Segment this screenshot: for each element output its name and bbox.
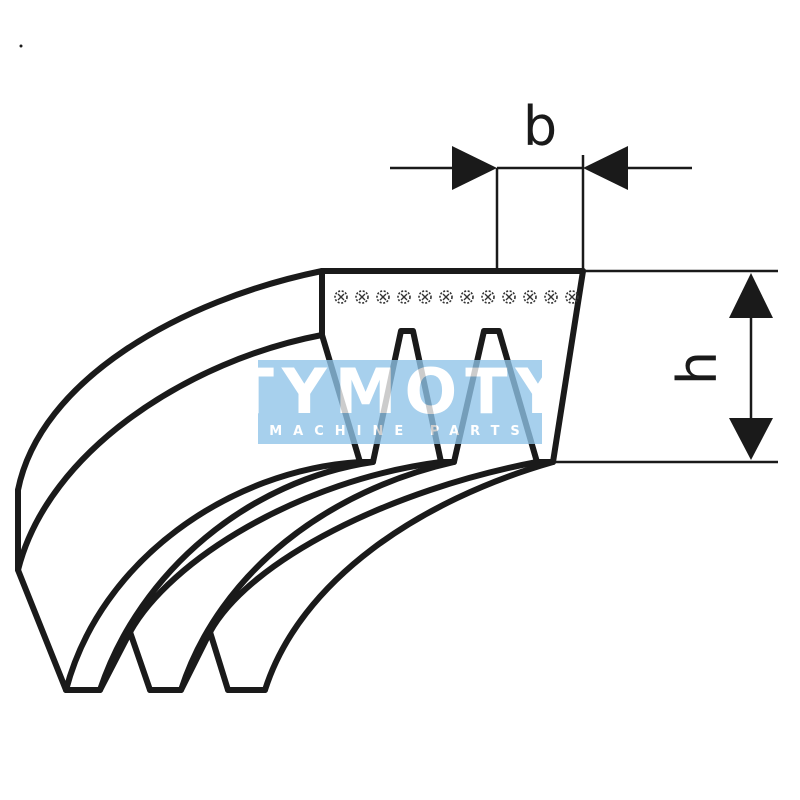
- belt-back-inner-curve: [15, 332, 325, 573]
- tension-cord: [397, 290, 411, 304]
- tension-cord-cross: [442, 293, 450, 301]
- tension-cord-cross: [547, 293, 555, 301]
- groove-1-edge: [127, 459, 444, 635]
- rib-1-outer-edge: [97, 459, 376, 693]
- tension-cord: [418, 290, 432, 304]
- tension-cord-cross: [358, 293, 366, 301]
- dim-b-arrow-left: [452, 146, 497, 190]
- watermark-title: TYMOTY: [232, 355, 569, 428]
- dim-h-label: h: [666, 351, 729, 385]
- tension-cord-cross: [400, 293, 408, 301]
- tension-cord-cross: [568, 293, 576, 301]
- tension-cord-cross: [337, 293, 345, 301]
- belt-left-end: [15, 487, 69, 693]
- watermark-background: [258, 360, 542, 444]
- tension-cord-row: [334, 290, 579, 304]
- dim-b-label: b: [523, 95, 557, 158]
- tension-cord: [523, 290, 537, 304]
- tension-cord: [481, 290, 495, 304]
- tension-cord-cross: [526, 293, 534, 301]
- tension-cord-cross: [505, 293, 513, 301]
- watermark-logo: TYMOTY MACHINE PARTS: [232, 355, 569, 444]
- dim-h-arrow-top: [729, 273, 773, 318]
- watermark-subtitle: MACHINE PARTS: [269, 424, 531, 439]
- tension-cord: [544, 290, 558, 304]
- dimension-h: h: [553, 269, 778, 464]
- groove-2-v: [178, 629, 231, 693]
- tension-cord-cross: [379, 293, 387, 301]
- rib-3-outer-edge: [262, 459, 556, 693]
- tension-cord: [376, 290, 390, 304]
- stray-dot: [19, 44, 23, 48]
- tension-cord: [355, 290, 369, 304]
- groove-1-v: [97, 629, 153, 693]
- tension-cord: [439, 290, 453, 304]
- dim-h-arrow-bottom: [729, 418, 773, 460]
- dim-b-arrow-right: [583, 146, 628, 190]
- tension-cord: [502, 290, 516, 304]
- tension-cord-cross: [421, 293, 429, 301]
- rib-sweep-lines: [63, 459, 556, 693]
- groove-2-edge: [207, 459, 540, 635]
- tension-cord: [460, 290, 474, 304]
- belt-body: [15, 268, 586, 693]
- tension-cord-cross: [484, 293, 492, 301]
- dimension-b: b: [390, 95, 692, 271]
- tension-cord-cross: [463, 293, 471, 301]
- tension-cord: [565, 290, 579, 304]
- rib-1-inner-edge: [63, 459, 363, 693]
- belt-back-outer-curve: [15, 268, 325, 493]
- rib-2-outer-edge: [178, 459, 457, 693]
- tension-cord: [334, 290, 348, 304]
